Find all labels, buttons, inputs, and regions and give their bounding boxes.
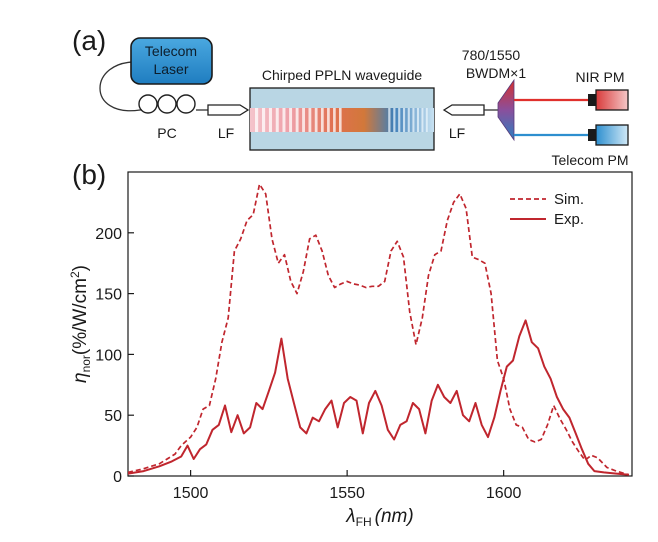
- series-layer: [128, 183, 630, 476]
- x-axis-ticks: 1500 1550 1600: [173, 470, 522, 502]
- y-tick-label: 100: [95, 347, 122, 364]
- telecom-laser: Telecom Laser: [130, 37, 213, 85]
- poling-stripe: [425, 108, 428, 132]
- setup-schematic: (a) Telecom Laser PC LF Chirped PPLN wav…: [72, 25, 629, 168]
- poling-stripe: [262, 108, 266, 132]
- nir-power-meter: NIR PM: [576, 69, 629, 111]
- y-axis-label: ηnor(%/W/cm2): [68, 265, 93, 383]
- poling-stripe: [320, 108, 324, 132]
- poling-stripe: [327, 108, 330, 132]
- laser-label-line1: Telecom: [145, 43, 197, 59]
- poling-stripe: [333, 108, 336, 132]
- y-tick-label: 50: [104, 408, 122, 425]
- x-axis-label: λFH(nm): [345, 506, 413, 529]
- waveguide-label: Chirped PPLN waveguide: [262, 67, 423, 83]
- poling-stripe: [275, 108, 279, 132]
- y-tick-label: 200: [95, 226, 122, 243]
- lensed-fiber-right: LF: [442, 104, 498, 141]
- panel-a-label: (a): [72, 25, 106, 56]
- legend-label-sim: Sim.: [554, 191, 584, 208]
- polarization-controller: PC: [138, 94, 196, 141]
- poling-stripe: [282, 108, 286, 132]
- series-line-exp: [128, 319, 629, 476]
- poling-stripe: [338, 108, 342, 132]
- poling-stripe: [421, 108, 424, 132]
- telecom-power-meter: Telecom PM: [551, 124, 629, 168]
- plot-frame: [127, 171, 633, 477]
- poling-stripe: [416, 108, 419, 132]
- pc-label: PC: [157, 125, 176, 141]
- poling-stripe: [308, 108, 312, 132]
- panel-b-label: (b): [72, 159, 106, 190]
- poling-stripe: [393, 108, 396, 132]
- poling-stripe: [289, 108, 293, 132]
- poling-stripe: [255, 108, 259, 132]
- poling-stripe: [398, 108, 401, 132]
- lf-right-label: LF: [449, 125, 465, 141]
- poling-stripe: [412, 108, 415, 132]
- poling-stripe: [407, 108, 410, 132]
- laser-label-line2: Laser: [153, 61, 188, 77]
- input-fiber: [99, 61, 142, 112]
- bwdm-label-line2: BWDM×1: [466, 65, 527, 81]
- nir-pm-label: NIR PM: [576, 69, 625, 85]
- poling-stripes: [255, 108, 428, 132]
- bwdm: 780/1550 BWDM×1: [462, 47, 527, 142]
- y-axis-ticks: 0 50 100 150 200: [95, 226, 134, 486]
- lensed-fiber-left: LF: [207, 104, 250, 141]
- telecom-pm-label: Telecom PM: [551, 152, 628, 168]
- poling-stripe: [403, 108, 406, 132]
- legend-label-exp: Exp.: [554, 211, 584, 228]
- x-tick-label: 1500: [173, 485, 209, 502]
- lf-left-label: LF: [218, 125, 234, 141]
- poling-stripe: [314, 108, 318, 132]
- legend: Sim. Exp.: [510, 191, 584, 228]
- poling-stripe: [268, 108, 272, 132]
- poling-stripe: [388, 108, 391, 132]
- x-tick-label: 1600: [486, 485, 522, 502]
- poling-stripe: [302, 108, 305, 132]
- y-tick-label: 150: [95, 287, 122, 304]
- chirped-ppln-waveguide: Chirped PPLN waveguide: [249, 67, 435, 151]
- series-line-sim: [128, 183, 630, 476]
- poling-stripe: [295, 108, 299, 132]
- bwdm-label-line1: 780/1550: [462, 47, 521, 63]
- y-tick-label: 0: [113, 469, 122, 486]
- x-tick-label: 1550: [329, 485, 365, 502]
